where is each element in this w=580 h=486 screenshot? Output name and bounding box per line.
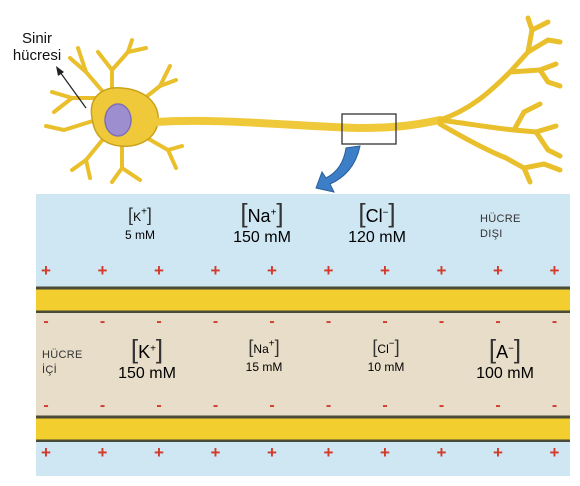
inside-charge-sign: - <box>269 313 274 330</box>
ion-inside-k: [K+] 150 mM <box>106 336 188 382</box>
axon-terminals <box>437 15 563 185</box>
ion-concentration: 15 mM <box>245 360 283 374</box>
ion-outside-k: [K+] 5 mM <box>114 206 166 241</box>
outside-charge-sign: + <box>493 261 503 280</box>
inside-charge-sign: - <box>156 313 161 330</box>
inside-charge-sign: - <box>439 397 444 414</box>
outside-charge-sign: + <box>154 261 164 280</box>
neuron-label-line1: Sinir <box>21 30 52 47</box>
ion-symbol: K <box>133 210 142 224</box>
ion-charge: − <box>388 338 395 350</box>
extracellular-bottom-region <box>36 442 570 476</box>
membrane-bottom <box>36 417 570 441</box>
label-pointer-arrow <box>56 66 87 109</box>
axon <box>152 116 444 132</box>
nucleus <box>104 103 132 137</box>
outside-charge-sign: + <box>380 443 390 462</box>
inside-charge-sign: - <box>495 397 500 414</box>
outside-charge-sign: + <box>154 443 164 462</box>
outside-charge-sign: + <box>493 443 503 462</box>
ion-symbol: A <box>496 342 509 362</box>
ion-charge: + <box>268 338 275 350</box>
outside-charge-sign: + <box>41 261 51 280</box>
ion-charge: + <box>270 207 277 219</box>
ion-concentration: 10 mM <box>367 360 405 374</box>
ion-symbol: Na <box>253 342 269 356</box>
ion-inside-a: [A−] 100 mM <box>460 336 550 382</box>
ion-concentration: 150 mM <box>118 365 176 382</box>
ion-charge: − <box>382 207 389 219</box>
ion-charge: − <box>508 343 514 355</box>
inside-charge-sign: - <box>100 397 105 414</box>
intracellular-region <box>36 313 570 417</box>
inside-charge-sign: - <box>43 313 48 330</box>
ion-symbol: Cl <box>365 206 383 226</box>
membrane-top <box>36 288 570 312</box>
inside-label-line2: İÇİ <box>42 364 57 376</box>
charges-inside-top: ---------- <box>43 313 557 330</box>
inside-charge-sign: - <box>213 313 218 330</box>
outside-charge-sign: + <box>437 261 447 280</box>
inside-charge-sign: - <box>156 397 161 414</box>
outside-charge-sign: + <box>380 261 390 280</box>
inside-charge-sign: - <box>100 313 105 330</box>
inside-charge-sign: - <box>495 313 500 330</box>
outside-charge-sign: + <box>211 261 221 280</box>
outside-charge-sign: + <box>41 443 51 462</box>
neuron-label: Sinir hücresi <box>6 30 68 64</box>
inside-charge-sign: - <box>439 313 444 330</box>
inside-charge-sign: - <box>382 397 387 414</box>
ion-concentration: 100 mM <box>476 365 534 382</box>
outside-charge-sign: + <box>267 443 277 462</box>
inside-charge-sign: - <box>43 397 48 414</box>
outside-charge-sign: + <box>98 443 108 462</box>
ion-charge: + <box>141 206 147 218</box>
outside-charge-sign: + <box>98 261 108 280</box>
inside-charge-sign: - <box>326 313 331 330</box>
ion-inside-cl: [Cl−] 10 mM <box>356 338 416 373</box>
ion-symbol: Na <box>247 206 271 226</box>
ion-symbol: K <box>138 342 151 362</box>
zoom-arrow <box>315 145 361 193</box>
ion-symbol: Cl <box>377 342 389 356</box>
charges-inside-bottom: ---------- <box>43 397 557 414</box>
ion-outside-na: [Na+] 150 mM <box>224 200 300 246</box>
ion-concentration: 5 mM <box>125 228 155 242</box>
extracellular-top-region <box>36 194 570 288</box>
outside-label-line1: HÜCRE <box>480 213 521 225</box>
ion-inside-na: [Na+] 15 mM <box>234 338 294 373</box>
outside-region-label: HÜCRE DIŞI <box>480 212 521 242</box>
inside-label-line1: HÜCRE <box>42 349 83 361</box>
outside-charge-sign: + <box>324 443 334 462</box>
outside-charge-sign: + <box>437 443 447 462</box>
ion-outside-cl: [Cl−] 120 mM <box>338 200 416 246</box>
inside-charge-sign: - <box>552 397 557 414</box>
outside-charge-sign: + <box>550 261 560 280</box>
ion-concentration: 150 mM <box>233 229 291 246</box>
charges-outside-top: + + + + + + + + + + <box>41 261 560 280</box>
inside-charge-sign: - <box>552 313 557 330</box>
inside-charge-sign: - <box>326 397 331 414</box>
outside-charge-sign: + <box>267 261 277 280</box>
inside-region-label: HÜCRE İÇİ <box>42 348 83 378</box>
zoom-box <box>341 113 397 145</box>
outside-charge-sign: + <box>550 443 560 462</box>
outside-charge-sign: + <box>211 443 221 462</box>
neuron-label-line2: hücresi <box>12 47 62 64</box>
charges-outside-bottom: + + + + + + + + + + <box>41 443 560 462</box>
ion-charge: + <box>150 343 156 355</box>
ion-concentration: 120 mM <box>348 229 406 246</box>
outside-label-line2: DIŞI <box>480 228 503 240</box>
neuron-illustration <box>44 15 563 185</box>
inside-charge-sign: - <box>213 397 218 414</box>
inside-charge-sign: - <box>382 313 387 330</box>
outside-charge-sign: + <box>324 261 334 280</box>
inside-charge-sign: - <box>269 397 274 414</box>
